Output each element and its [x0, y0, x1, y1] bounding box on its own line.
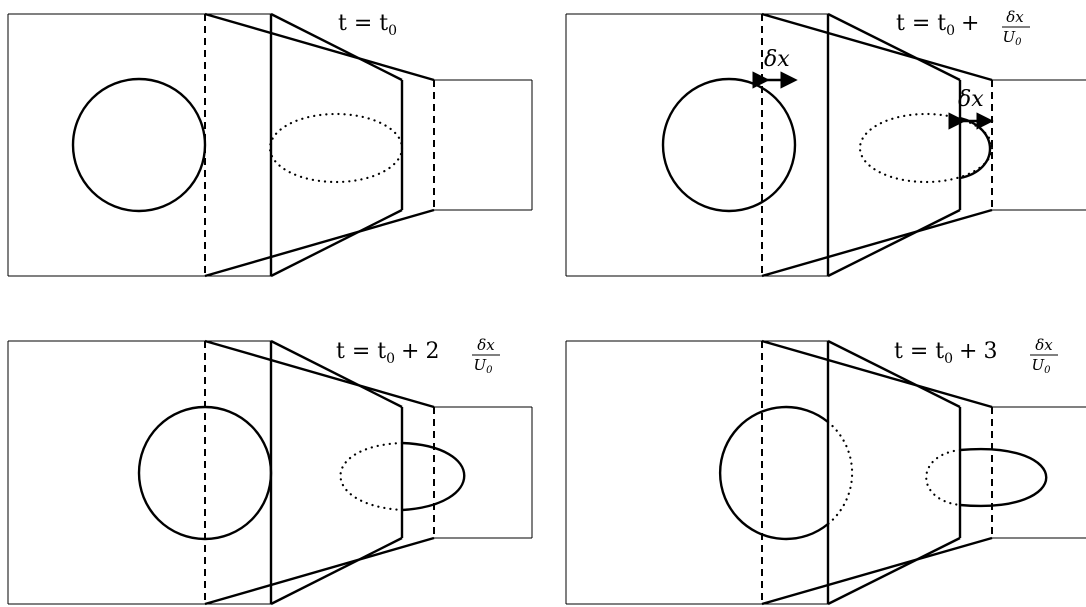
channel-outline [565, 13, 1086, 277]
panel-2: δx δx t = t0+ δx U0 [565, 8, 1086, 278]
vortex-ring-circle [71, 77, 207, 213]
ellipse-emerged-part [959, 116, 992, 180]
dashed-planes [204, 14, 435, 276]
fraction-dx-over-u0: δx U0 [1002, 8, 1030, 48]
contraction-section [761, 12, 993, 278]
contraction-section [204, 12, 435, 278]
svg-text:U0: U0 [1002, 28, 1022, 48]
dx-label-right: δx [958, 87, 984, 112]
svg-text:U0: U0 [473, 356, 493, 376]
time-label-1: t = t0 [338, 11, 397, 39]
time-label-4: t = t0+3 [894, 339, 997, 367]
channel-outline [7, 340, 533, 605]
channel-outline [565, 340, 1086, 605]
dashed-planes [204, 341, 435, 604]
dashed-planes [761, 341, 993, 604]
vortex-ring-circle [661, 77, 797, 213]
panel-3: t = t0+2 δx U0 [7, 336, 533, 606]
svg-text:δx: δx [477, 336, 495, 354]
svg-text:U0: U0 [1031, 356, 1051, 376]
panel-1: t = t0 [7, 11, 533, 278]
dx-label-left: δx [764, 47, 790, 72]
channel-outline [7, 13, 533, 277]
svg-text:δx: δx [1035, 336, 1053, 354]
svg-text:δx: δx [1006, 8, 1024, 26]
contraction-section [761, 339, 993, 606]
vortex-ring-circle-dotted [826, 420, 854, 526]
fraction-dx-over-u0: δx U0 [1030, 336, 1058, 376]
projected-ellipse [268, 112, 404, 184]
panel-4: t = t0+3 δx U0 [565, 336, 1086, 606]
vortex-ring-circle-solid [718, 405, 829, 541]
ellipse-emerged-part [959, 447, 1048, 508]
time-label-3: t = t0+2 [336, 339, 439, 367]
time-label-2: t = t0+ [896, 11, 979, 39]
fraction-dx-over-u0: δx U0 [472, 336, 500, 376]
ellipse-emerged-part [401, 441, 466, 512]
dashed-planes [761, 14, 993, 276]
contraction-section [204, 339, 435, 606]
projected-ellipse [858, 112, 994, 184]
projected-ellipse-dotted [925, 448, 962, 507]
vortex-ring-circle [137, 405, 273, 541]
projected-ellipse-dotted [339, 441, 404, 512]
